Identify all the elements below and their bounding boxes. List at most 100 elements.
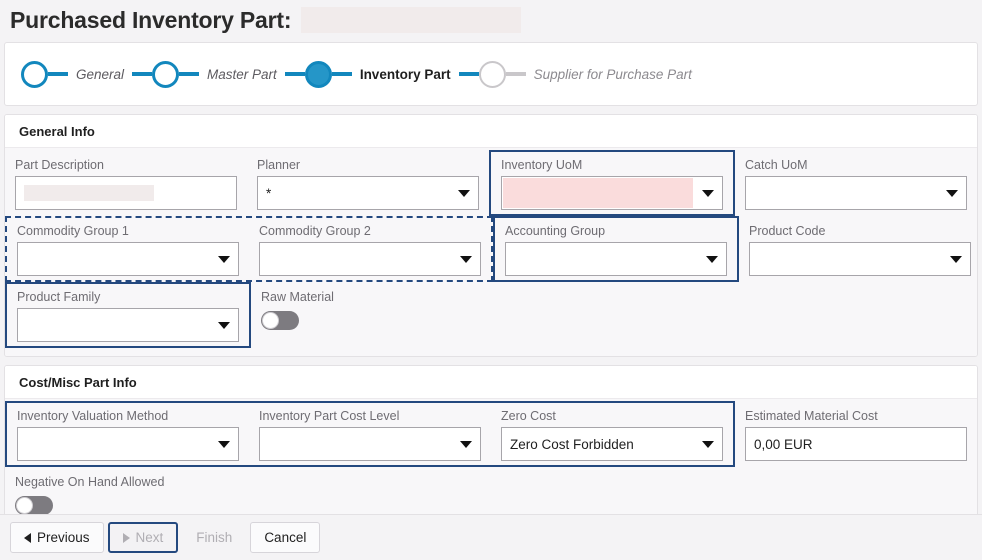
form-row-2: Commodity Group 1 Commodity Group 2: [5, 216, 977, 282]
label-accounting-group: Accounting Group: [505, 224, 606, 238]
step-circle-icon-active[interactable]: [304, 60, 332, 88]
step-supplier-for-purchase-part[interactable]: Supplier for Purchase Part: [478, 60, 700, 88]
step-label-general: General: [76, 66, 125, 82]
dropdown-accounting-group[interactable]: [505, 242, 727, 276]
toggle-raw-material[interactable]: [261, 311, 299, 330]
section-body-general-info: Part Description Planner * Inventory UoM: [5, 148, 977, 356]
step-connector: [179, 72, 200, 76]
next-button[interactable]: Next: [107, 522, 179, 553]
page-title: Purchased Inventory Part:: [10, 6, 292, 33]
field-negative-on-hand-allowed: Negative On Hand Allowed: [5, 467, 247, 521]
step-label-inventory-part: Inventory Part: [359, 66, 451, 82]
label-product-family: Product Family: [17, 290, 101, 304]
label-inventory-valuation-method: Inventory Valuation Method: [17, 409, 169, 423]
field-inventory-part-cost-level: Inventory Part Cost Level: [249, 403, 491, 465]
field-estimated-material-cost: Estimated Material Cost 0,00 EUR: [735, 401, 977, 467]
dropdown-zero-cost[interactable]: Zero Cost Forbidden: [501, 427, 723, 461]
field-commodity-group-2: Commodity Group 2: [249, 218, 491, 280]
value-zero-cost: Zero Cost Forbidden: [510, 436, 634, 452]
highlight-accounting-group: Accounting Group: [493, 216, 739, 282]
field-catch-uom: Catch UoM: [735, 150, 977, 216]
chevron-down-icon[interactable]: [458, 189, 470, 197]
field-inventory-uom: Inventory UoM: [491, 152, 733, 214]
cancel-button[interactable]: Cancel: [250, 522, 321, 553]
step-connector: [331, 72, 352, 76]
chevron-down-icon[interactable]: [946, 189, 958, 197]
input-part-description[interactable]: [15, 176, 237, 210]
chevron-down-icon[interactable]: [460, 255, 472, 263]
step-label-master-part: Master Part: [207, 66, 277, 82]
field-part-description: Part Description: [5, 150, 247, 216]
dropdown-inventory-uom[interactable]: [501, 176, 723, 210]
finish-button-label: Finish: [196, 530, 233, 545]
field-accounting-group: Accounting Group: [495, 218, 737, 280]
label-part-description: Part Description: [15, 158, 104, 172]
label-commodity-group-2: Commodity Group 2: [259, 224, 371, 238]
form-row-1: Part Description Planner * Inventory UoM: [5, 150, 977, 216]
field-product-family: Product Family: [7, 284, 249, 346]
step-circle-icon[interactable]: [21, 60, 48, 88]
page-header: Purchased Inventory Part:: [0, 0, 982, 38]
finish-button[interactable]: Finish: [182, 522, 246, 553]
step-label-supplier-for-purchase-part: Supplier for Purchase Part: [533, 66, 692, 82]
page-title-redacted-value: [301, 7, 522, 33]
dropdown-commodity-group-2[interactable]: [259, 242, 481, 276]
section-body-cost-misc-part-info: Inventory Valuation Method Inventory Par…: [5, 399, 977, 529]
step-inventory-part[interactable]: Inventory Part: [304, 60, 479, 88]
dropdown-product-family[interactable]: [17, 308, 239, 342]
dropdown-commodity-group-1[interactable]: [17, 242, 239, 276]
label-commodity-group-1: Commodity Group 1: [17, 224, 129, 238]
label-raw-material: Raw Material: [261, 290, 334, 304]
step-connector: [284, 72, 305, 76]
form-row-3: Product Family Raw Material: [5, 282, 977, 348]
step-connector: [48, 72, 68, 76]
step-general[interactable]: General: [21, 60, 153, 88]
step-circle-icon[interactable]: [478, 60, 506, 88]
step-connector: [458, 72, 479, 76]
wizard-footer: Previous Next Finish Cancel: [0, 514, 982, 560]
label-estimated-material-cost: Estimated Material Cost: [745, 409, 878, 423]
section-general-info: General Info Part Description Planner * …: [4, 114, 978, 357]
toggle-negative-on-hand-allowed[interactable]: [15, 496, 53, 515]
toggle-knob: [16, 497, 33, 514]
cancel-button-label: Cancel: [264, 530, 307, 545]
field-product-code: Product Code: [739, 216, 977, 282]
next-button-label: Next: [135, 530, 164, 545]
chevron-down-icon[interactable]: [218, 321, 230, 329]
triangle-left-icon: [24, 532, 31, 543]
label-negative-on-hand-allowed: Negative On Hand Allowed: [15, 475, 165, 489]
input-estimated-material-cost[interactable]: 0,00 EUR: [745, 427, 967, 461]
required-field-fill: [503, 178, 693, 208]
field-planner: Planner *: [247, 150, 489, 216]
label-inventory-part-cost-level: Inventory Part Cost Level: [259, 409, 400, 423]
wizard-stepper-panel: General Master Part Inventory Part Suppl…: [4, 42, 978, 106]
dropdown-planner[interactable]: *: [257, 176, 479, 210]
highlight-product-family: Product Family: [5, 282, 251, 348]
chevron-down-icon[interactable]: [706, 255, 718, 263]
chevron-down-icon[interactable]: [702, 440, 714, 448]
label-catch-uom: Catch UoM: [745, 158, 808, 172]
label-product-code: Product Code: [749, 224, 826, 238]
wizard-stepper: General Master Part Inventory Part Suppl…: [21, 60, 700, 88]
chevron-down-icon[interactable]: [950, 255, 962, 263]
dropdown-inventory-valuation-method[interactable]: [17, 427, 239, 461]
part-description-redacted-value: [24, 185, 154, 201]
dropdown-product-code[interactable]: [749, 242, 971, 276]
chevron-down-icon[interactable]: [460, 440, 472, 448]
step-circle-icon[interactable]: [152, 60, 180, 88]
toggle-knob: [262, 312, 279, 329]
dropdown-catch-uom[interactable]: [745, 176, 967, 210]
value-estimated-material-cost: 0,00 EUR: [754, 436, 813, 452]
label-zero-cost: Zero Cost: [501, 409, 556, 423]
chevron-down-icon[interactable]: [218, 440, 230, 448]
dropdown-inventory-part-cost-level[interactable]: [259, 427, 481, 461]
chevron-down-icon[interactable]: [702, 189, 714, 197]
form-row-4: Inventory Valuation Method Inventory Par…: [5, 401, 977, 467]
value-planner: *: [266, 185, 272, 201]
previous-button[interactable]: Previous: [10, 522, 104, 553]
field-raw-material: Raw Material: [251, 282, 493, 336]
step-master-part[interactable]: Master Part: [152, 60, 305, 88]
chevron-down-icon[interactable]: [218, 255, 230, 263]
triangle-right-icon: [122, 532, 130, 543]
field-commodity-group-1: Commodity Group 1: [7, 218, 249, 280]
